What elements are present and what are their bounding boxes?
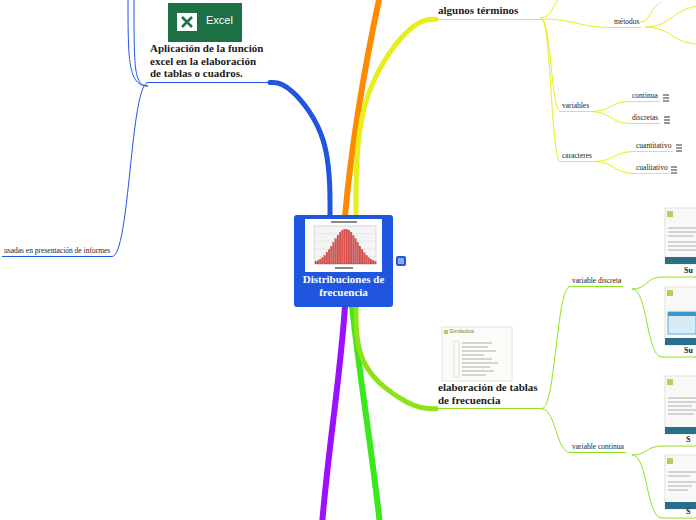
leader-line [632,277,696,518]
thumbnail-caption: Su [684,266,693,275]
node-text: usadas en presentación de informes [4,246,110,255]
topic-box: elaboración de tablas de frecuencia [436,381,542,409]
branch-connector [542,409,570,453]
branch-connector [594,162,634,174]
thumbnail-caption: S [686,507,690,516]
branch-connector [594,152,634,162]
node-text: caracteres [562,151,592,160]
node-text: continua [632,91,658,100]
node-text: variables [562,101,589,110]
icon-label: Excel [206,14,233,26]
thumbnail-caption: S [686,435,690,444]
node-text: discretas [632,113,658,122]
node-text: cuantitativo [636,141,671,150]
thumbnail-image [442,327,512,381]
excel-icon [168,3,242,42]
central-topic: Distribuciones de frecuencia [294,215,393,307]
branch-connector [356,19,436,215]
branch-connector [591,102,630,112]
topic-box: algunos términos [436,4,542,20]
subtopic-box: cualitativo [634,163,670,174]
note-icon [663,95,682,173]
node-text: elaboración de tablas de frecuencia [438,381,540,406]
topic-box: Aplicación de la función excel en la ela… [148,42,270,83]
node-text: variable discreta [572,276,621,285]
thumbnail-title: Símbolos [449,328,474,334]
subtopic-box: variable continua [570,442,626,453]
leader-line [128,0,148,86]
node-text: variable continua [572,442,624,451]
subtopic-box: cuantitativo [634,141,673,152]
branch-line [322,306,345,520]
subtopic-box: caracteres [560,151,594,162]
branch-connector [356,307,436,409]
subtopic-box: discretas [630,113,660,124]
node-text: métodos [614,17,639,26]
branch-connector [542,19,560,161]
node-text: cualitativo [636,163,668,172]
histogram-image [305,219,382,272]
leader-line [540,0,560,18]
subtopic-box: variables [560,101,591,112]
thumbnail-caption: Su [684,346,693,355]
subtopic-box: usadas en presentación de informes [2,246,112,257]
node-text: algunos términos [438,4,540,17]
branch-connector [542,19,612,27]
branch-connector [542,287,570,409]
leader-line [645,6,696,27]
branch-connector [270,82,330,215]
subtopic-box: continua [630,91,660,102]
branch-connector [591,112,630,124]
leader-line [134,0,148,86]
thumbnail-image [665,208,696,509]
branch-connector [112,82,148,256]
node-text: Distribuciones de frecuencia [298,273,389,298]
note-icon [396,256,406,266]
subtopic-box: variable discreta [570,276,623,287]
subtopic-box: métodos [612,17,641,28]
leader-line [640,3,660,22]
node-text: Aplicación de la función excel en la ela… [150,42,268,80]
leader-line [645,27,696,44]
